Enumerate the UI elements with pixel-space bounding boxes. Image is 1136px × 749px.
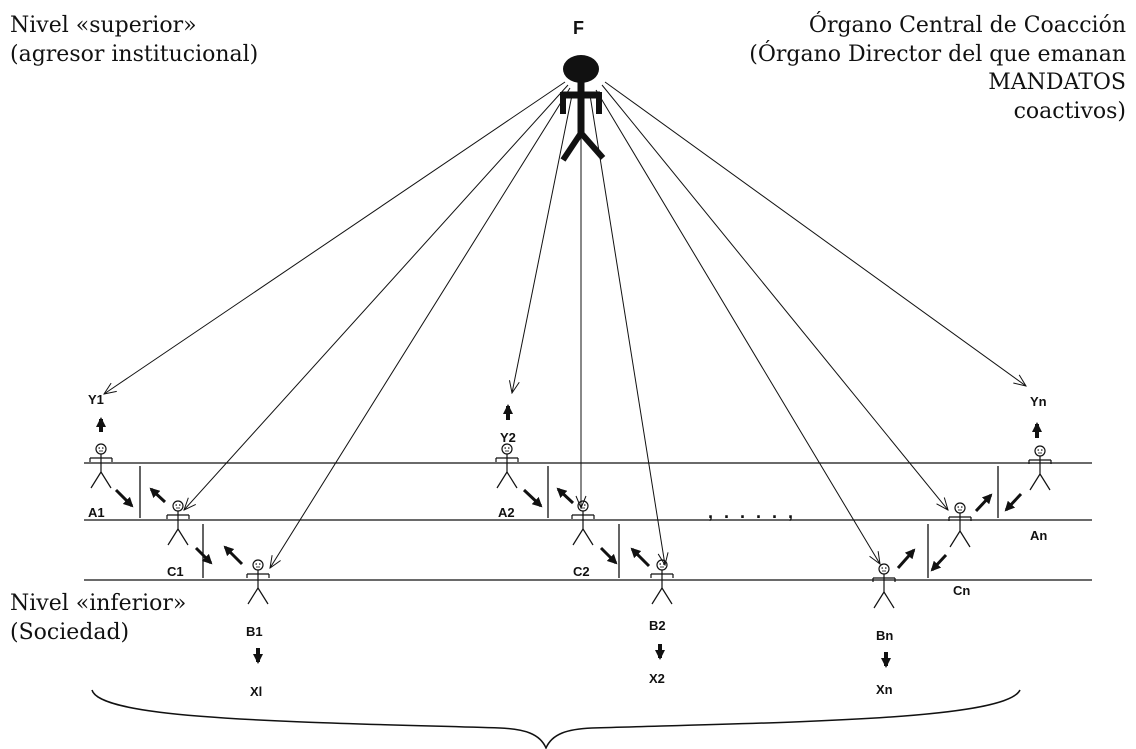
upper-level-label: Nivel «superior» (agresor institucional) (10, 12, 258, 69)
label-y1: Y1 (88, 392, 104, 407)
person-bn-icon (872, 563, 896, 609)
person-c2-icon (571, 500, 595, 546)
person-a2-icon (495, 443, 519, 489)
label-bn: Bn (876, 628, 893, 643)
label-cn: Cn (953, 583, 970, 598)
central-organ-label: Órgano Central de Coacción (Órgano Direc… (749, 12, 1126, 126)
node-f: F (573, 18, 584, 38)
label-x1: Xl (250, 684, 262, 699)
label-yn: Yn (1030, 394, 1047, 409)
person-a1-icon (89, 443, 113, 489)
vertical-arrows (96, 404, 1042, 668)
central-organ-line-1: (Órgano Director del que emanan (749, 41, 1126, 67)
central-organ-line-3: coactivos) (1013, 98, 1126, 124)
lower-level-subtitle: (Sociedad) (10, 619, 130, 645)
central-organ-title: Órgano Central de Coacción (808, 13, 1126, 38)
label-c2: C2 (573, 564, 590, 579)
label-xn: Xn (876, 682, 893, 697)
label-a2: A2 (498, 505, 515, 520)
label-a1: A1 (88, 505, 105, 520)
node-labels: Y1 A1 C1 B1 Xl Y2 A2 C2 B2 X2 Yn An Cn B… (88, 392, 1047, 699)
central-organ-line-2: MANDATOS (988, 70, 1126, 96)
upper-level-title: Nivel «superior» (10, 13, 197, 38)
ellipsis-text: , . . . . , (708, 502, 796, 522)
label-b1: B1 (246, 624, 263, 639)
bottom-brace-icon (91, 689, 1021, 749)
label-x2: X2 (649, 671, 665, 686)
person-b2-icon (650, 559, 674, 605)
upper-level-subtitle: (agresor institucional) (10, 41, 259, 67)
mandate-lines (104, 81, 1026, 568)
person-b1-icon (246, 559, 270, 605)
diagonal-arrows (114, 487, 1023, 572)
central-figure-icon (560, 55, 606, 162)
person-cn-icon (948, 502, 972, 548)
label-an: An (1030, 528, 1047, 543)
label-b2: B2 (649, 618, 666, 633)
level-separators (139, 466, 999, 578)
label-y2: Y2 (500, 430, 516, 445)
stick-figures (89, 443, 1052, 609)
lower-level-label: Nivel «inferior» (Sociedad) (10, 590, 186, 647)
lower-level-title: Nivel «inferior» (10, 591, 187, 616)
label-c1: C1 (167, 564, 184, 579)
person-an-icon (1028, 445, 1052, 491)
